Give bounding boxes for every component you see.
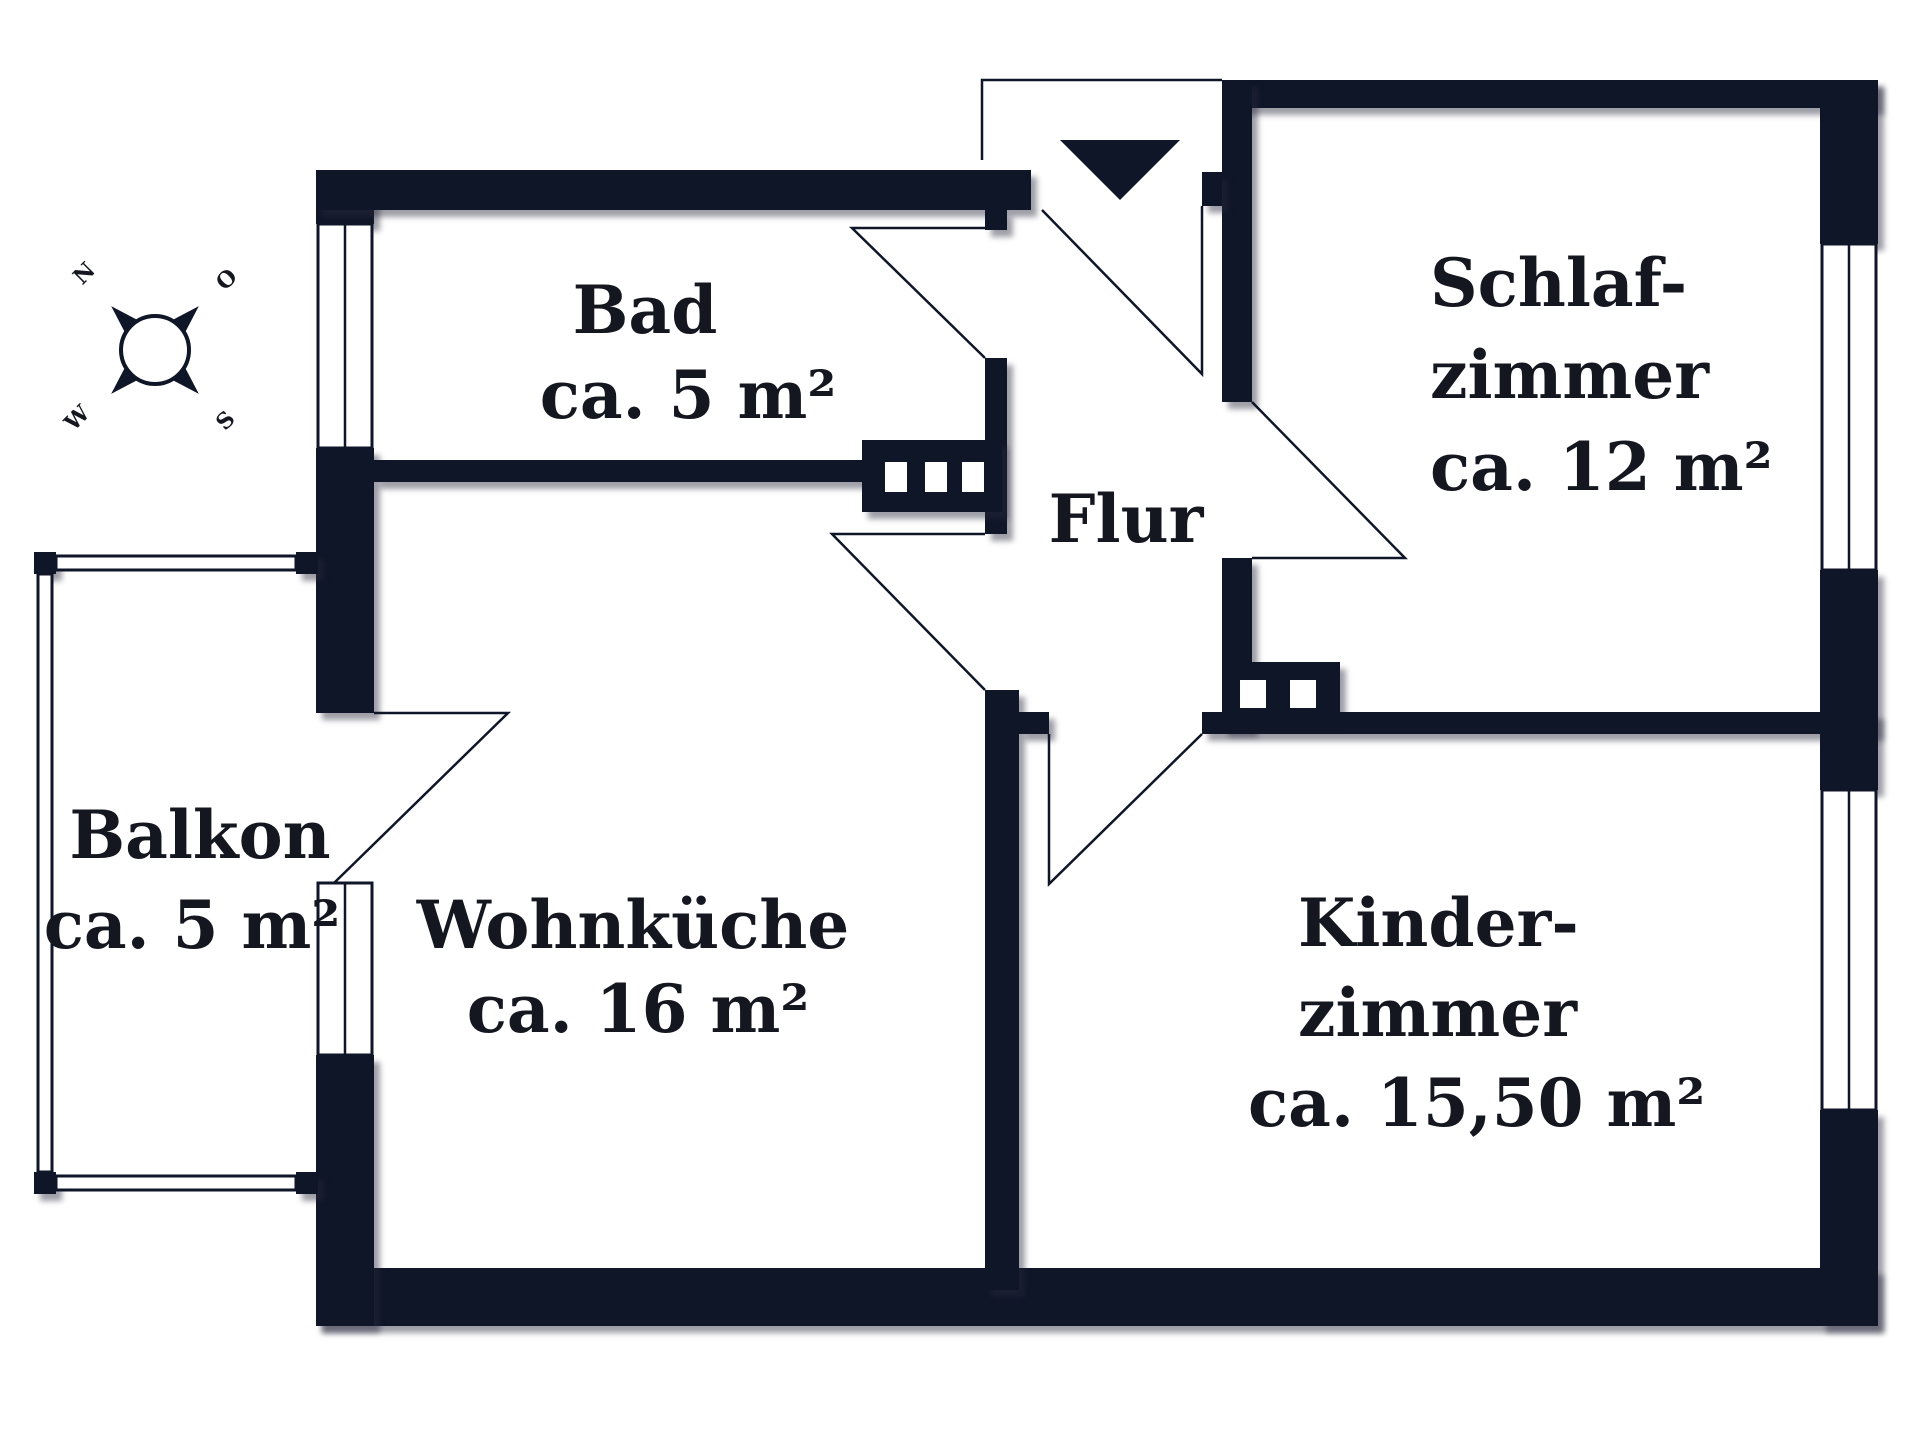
compass-east: O: [211, 264, 243, 296]
shaft-hole-1: [885, 462, 907, 492]
wall-bottom: [316, 1268, 1878, 1326]
entrance-outline: [980, 78, 1222, 160]
wall-wohn-kinder-stub: [1019, 712, 1049, 734]
room-kinderzimmer-name-1: Kinder-: [1298, 884, 1579, 962]
shaft2-hole-1: [1240, 680, 1266, 708]
wall-right-mid: [1820, 570, 1878, 790]
room-labels: Bad ca. 5 m² Schlaf- zimmer ca. 12 m² Fl…: [44, 244, 1773, 1142]
wall-right-top: [1820, 80, 1878, 244]
door-balkon: [333, 711, 512, 884]
door-entrance: [1041, 206, 1204, 378]
compass-north: N: [68, 257, 101, 290]
walls: [316, 80, 1878, 1326]
room-schlafzimmer-area: ca. 12 m²: [1430, 428, 1772, 506]
wall-left-bottom: [316, 1055, 374, 1326]
wall-bad-wohn: [374, 460, 864, 482]
wall-top-schlaf: [1222, 80, 1878, 108]
room-bad-name: Bad: [573, 271, 718, 349]
door-kinderzimmer: [1047, 733, 1203, 887]
room-kinderzimmer-area: ca. 15,50 m²: [1248, 1064, 1705, 1142]
balcony-railing: [34, 552, 318, 1194]
wall-wohn-kinder: [985, 690, 1019, 1290]
shaft2-hole-2: [1290, 680, 1316, 708]
wall-top-bad: [316, 170, 1031, 210]
wall-left-mid: [316, 448, 374, 713]
wall-schlaf-kinder: [1202, 712, 1878, 734]
compass-west: W: [59, 400, 96, 437]
room-schlafzimmer-name-2: zimmer: [1430, 336, 1710, 414]
room-balkon-name: Balkon: [69, 796, 330, 874]
door-bad: [848, 226, 1007, 359]
wall-right-bottom: [1820, 1110, 1878, 1326]
windows: [316, 222, 1878, 1112]
room-flur-name: Flur: [1049, 480, 1205, 558]
door-wohnkueche: [829, 532, 986, 691]
door-schlafzimmer: [1251, 401, 1408, 560]
shaft-hole-2: [925, 462, 947, 492]
wall-top-bad-stub: [985, 210, 1007, 230]
compass-rose-icon: N O S W: [59, 257, 243, 437]
room-bad-area: ca. 5 m²: [540, 356, 837, 434]
wall-schlaf-left-stub: [1202, 172, 1222, 206]
compass-south: S: [211, 406, 241, 436]
room-wohnkueche-name: Wohnküche: [416, 886, 850, 964]
wall-schlaf-left-top: [1222, 80, 1252, 402]
room-balkon-area: ca. 5 m²: [44, 886, 341, 964]
room-schlafzimmer-name-1: Schlaf-: [1430, 244, 1687, 322]
doors: [333, 78, 1408, 887]
room-wohnkueche-area: ca. 16 m²: [467, 970, 809, 1048]
room-kinderzimmer-name-2: zimmer: [1298, 974, 1578, 1052]
shaft-hole-3: [962, 462, 984, 492]
entrance-arrow-icon: [1060, 140, 1180, 200]
